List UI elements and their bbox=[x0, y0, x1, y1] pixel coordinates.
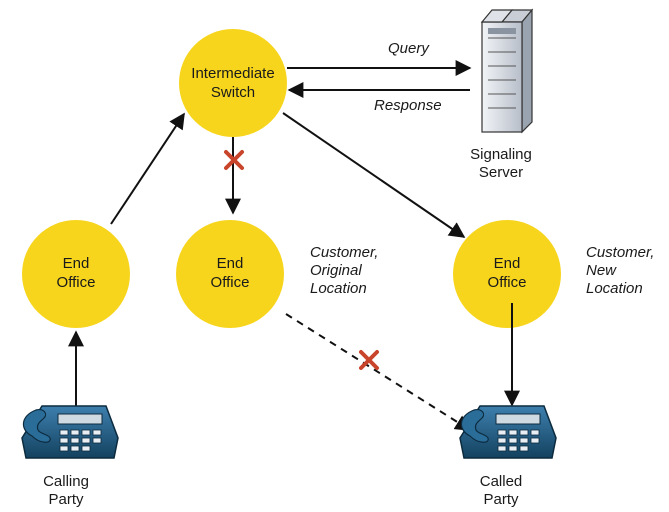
end-office-original-label-line1: End bbox=[216, 255, 244, 272]
end-office-original-label-line2: Office bbox=[210, 274, 250, 291]
end-office-calling-label-line1: End bbox=[62, 255, 90, 272]
end-office-original-label: End Office bbox=[180, 254, 280, 292]
end-office-new-node bbox=[453, 220, 561, 328]
original-location-line1: Customer, bbox=[310, 244, 379, 261]
end-office-calling-node bbox=[22, 220, 130, 328]
telephone-icon bbox=[459, 405, 557, 459]
response-label: Response bbox=[374, 97, 442, 114]
called-party-label-line2: Party bbox=[483, 491, 519, 508]
end-office-calling-label-line2: Office bbox=[56, 274, 96, 291]
intermediate-switch-node bbox=[179, 29, 287, 137]
end-office-new-label-line2: Office bbox=[487, 274, 527, 291]
new-location-annotation: Customer, New Location bbox=[586, 244, 654, 298]
end-office-new-label-line1: End bbox=[493, 255, 521, 272]
calling-party-label-line1: Calling bbox=[43, 473, 89, 490]
calling-party-label-line2: Party bbox=[48, 491, 84, 508]
original-location-line3: Location bbox=[310, 280, 367, 297]
end-office-new-label: End Office bbox=[457, 254, 557, 292]
dashed-arrow-original-office-to-called-phone bbox=[285, 313, 472, 431]
new-location-line2: New bbox=[586, 262, 617, 279]
signaling-server-label: Signaling Server bbox=[451, 146, 551, 182]
called-party-label: Called Party bbox=[451, 473, 551, 509]
arrow-switch-to-new-office bbox=[282, 112, 466, 238]
blocked-x-icon bbox=[359, 350, 379, 370]
original-location-line2: Original bbox=[310, 262, 362, 279]
server-icon bbox=[480, 8, 534, 134]
original-location-annotation: Customer, Original Location bbox=[310, 244, 378, 298]
end-office-calling-label: End Office bbox=[26, 254, 126, 292]
end-office-original-node bbox=[176, 220, 284, 328]
query-label: Query bbox=[388, 40, 429, 57]
blocked-x-icon bbox=[224, 150, 244, 170]
called-party-label-line1: Called bbox=[479, 473, 523, 490]
telephone-icon bbox=[21, 405, 119, 459]
calling-party-label: Calling Party bbox=[16, 473, 116, 509]
signaling-server-label-line1: Signaling bbox=[470, 146, 532, 163]
intermediate-switch-label: Intermediate Switch bbox=[173, 64, 293, 102]
intermediate-switch-label-line2: Switch bbox=[210, 84, 256, 101]
signaling-server-label-line2: Server bbox=[478, 164, 524, 181]
new-location-line3: Location bbox=[586, 280, 643, 297]
intermediate-switch-label-line1: Intermediate bbox=[191, 65, 275, 82]
arrow-end-office-to-switch bbox=[110, 112, 185, 225]
new-location-line1: Customer, bbox=[586, 244, 655, 261]
